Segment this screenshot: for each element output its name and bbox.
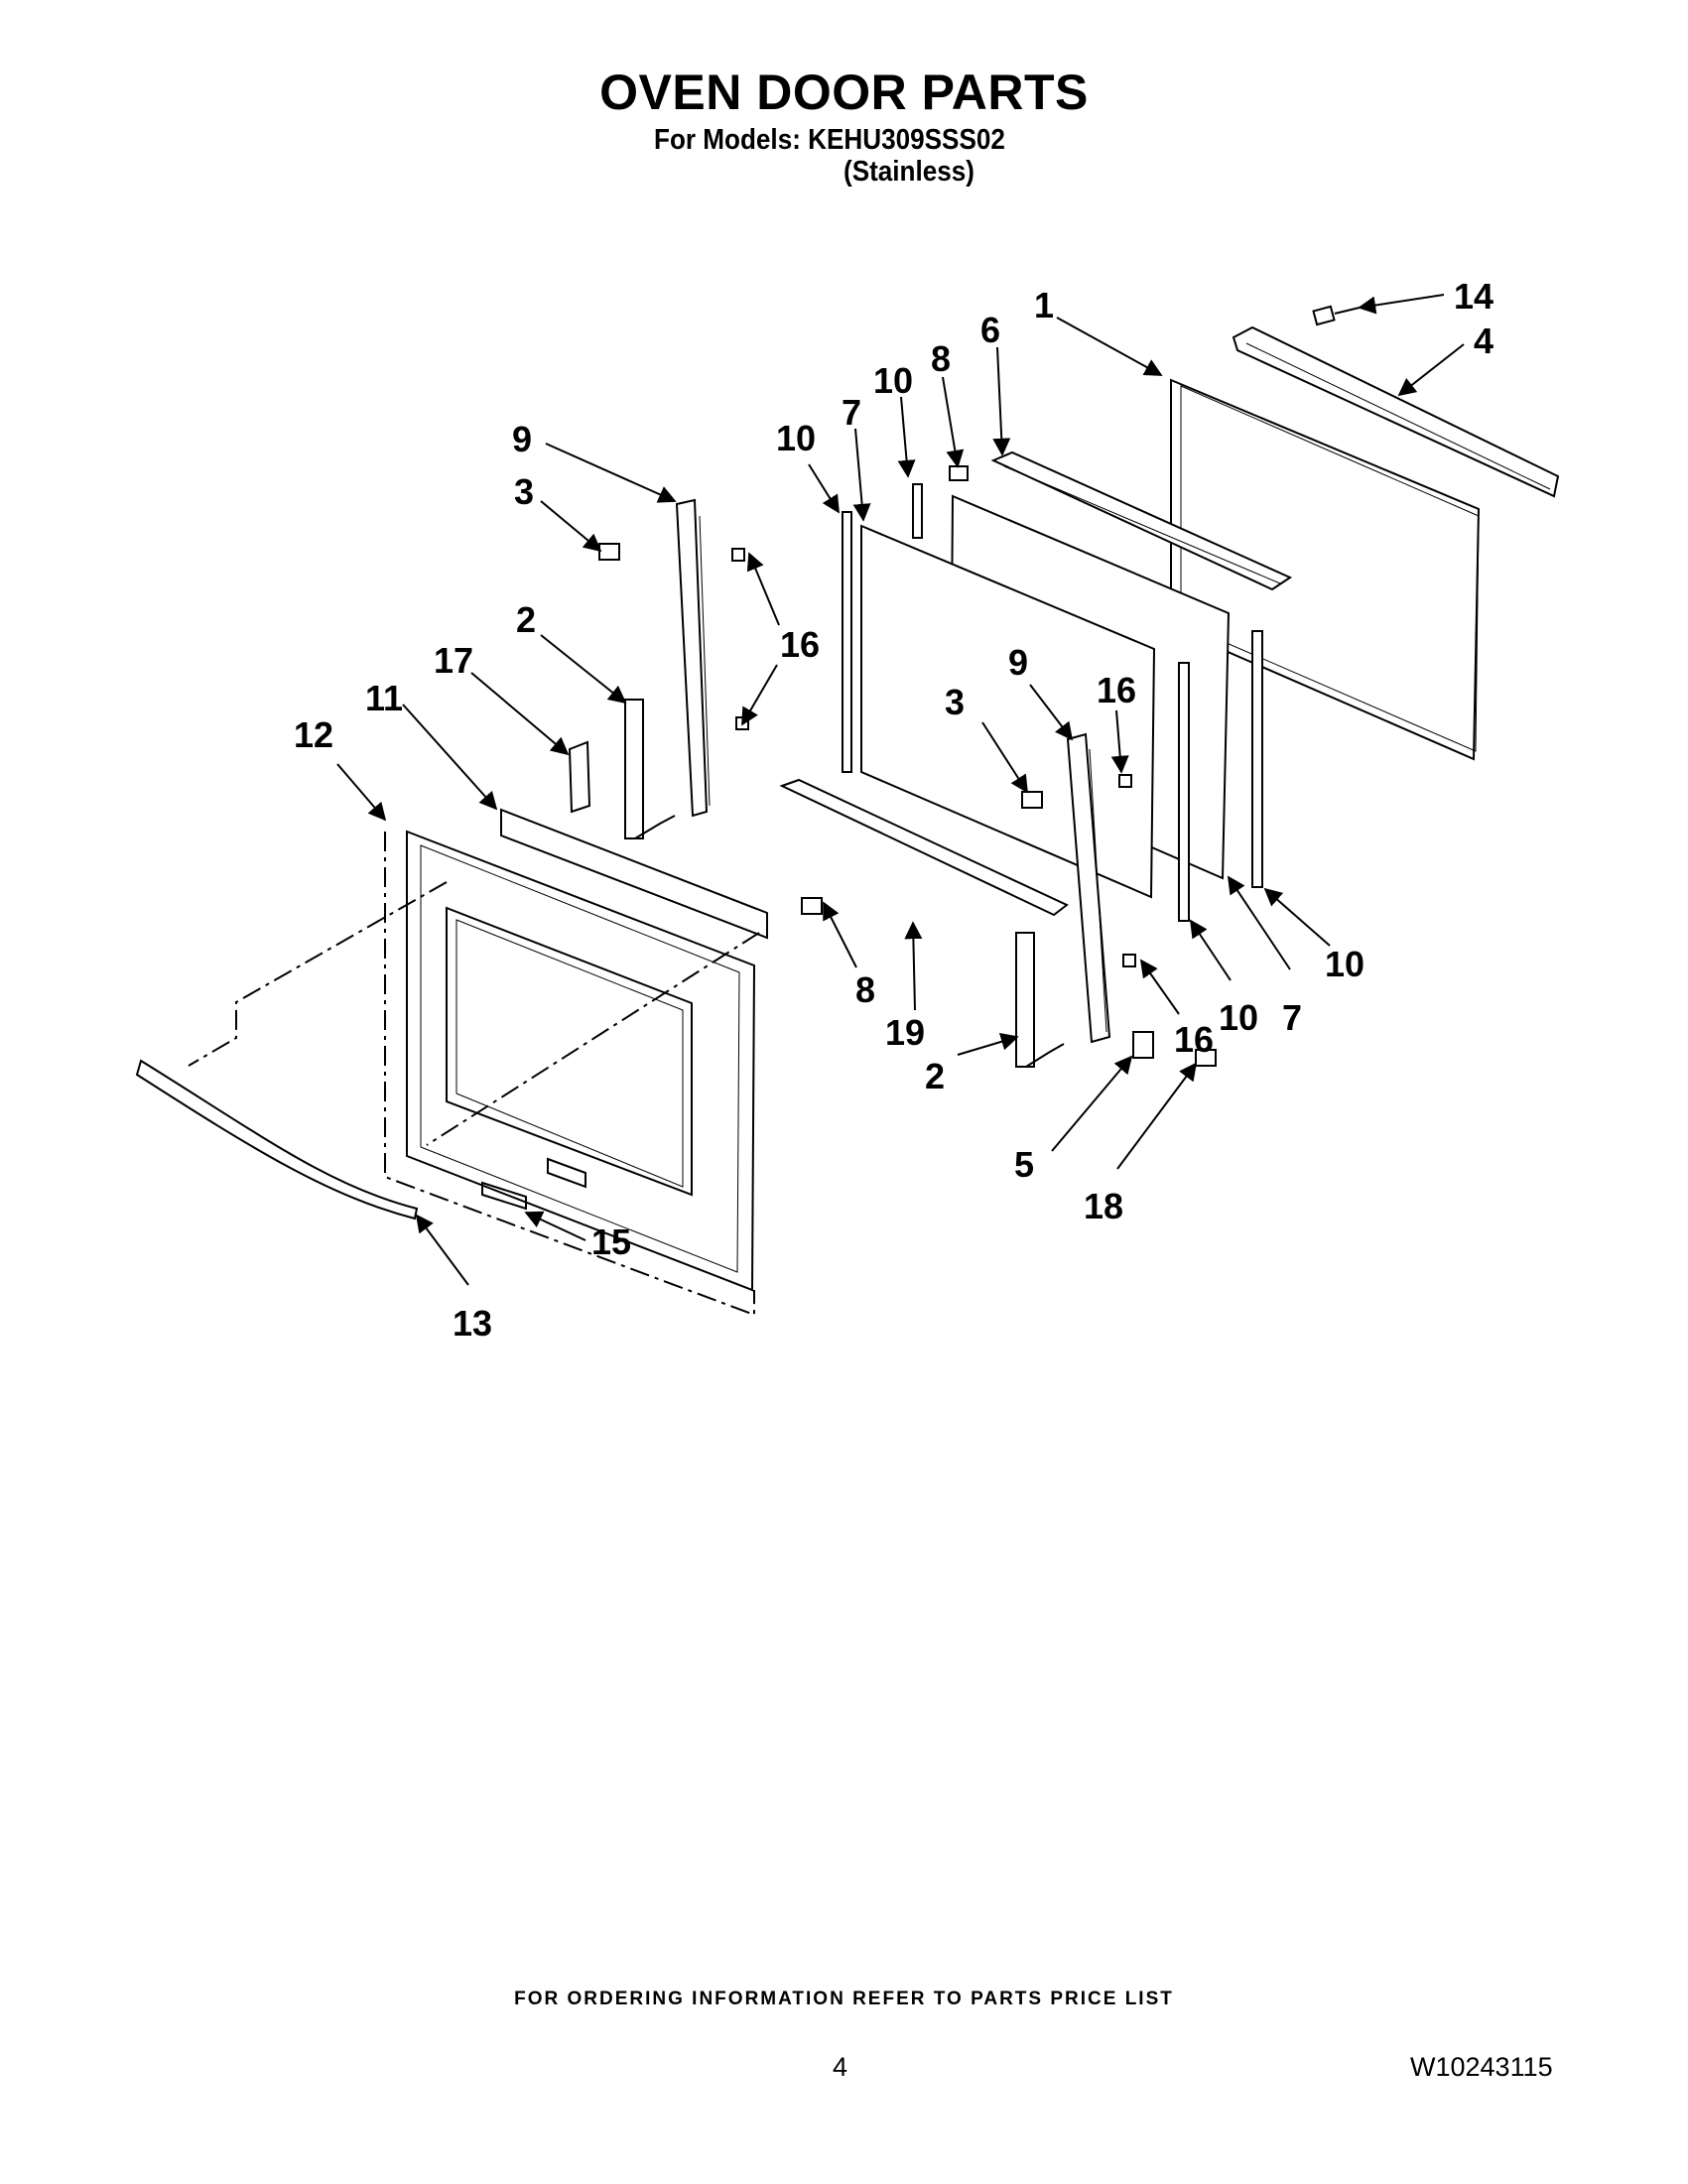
callout-label: 16 bbox=[780, 624, 820, 665]
callout-label: 17 bbox=[434, 640, 473, 681]
ordering-note: FOR ORDERING INFORMATION REFER TO PARTS … bbox=[514, 1989, 1174, 2009]
spacer-strip bbox=[842, 511, 852, 773]
callout-label: 18 bbox=[1084, 1186, 1123, 1226]
outer-door-panel bbox=[406, 830, 756, 1292]
door-clip bbox=[1118, 774, 1132, 788]
screw-icon bbox=[949, 465, 969, 481]
callout-label: 16 bbox=[1097, 670, 1136, 710]
door-handle bbox=[135, 1059, 419, 1220]
callout-label: 7 bbox=[1282, 997, 1302, 1038]
bottom-channel bbox=[779, 778, 1069, 917]
hinge-receiver bbox=[1066, 732, 1111, 1044]
screw-icon bbox=[1195, 1049, 1217, 1067]
callout-label: 12 bbox=[294, 714, 333, 755]
door-clip bbox=[1122, 954, 1136, 967]
callout-label: 16 bbox=[1174, 1019, 1214, 1060]
callout-label: 11 bbox=[365, 678, 403, 718]
page-title: OVEN DOOR PARTS bbox=[599, 64, 1089, 120]
callout-label: 3 bbox=[514, 471, 534, 512]
callout-label: 4 bbox=[1474, 321, 1493, 361]
page-number: 4 bbox=[833, 2052, 848, 2082]
document-number: W10243115 bbox=[1410, 2052, 1553, 2082]
callout-label: 14 bbox=[1454, 276, 1493, 317]
models-line: For Models: KEHU309SSS02 bbox=[654, 124, 1005, 156]
callout-label: 2 bbox=[516, 599, 536, 640]
callout-label: 9 bbox=[1008, 642, 1028, 683]
callout-label: 3 bbox=[945, 682, 965, 722]
callout-label: 10 bbox=[1325, 944, 1364, 984]
badge-plate bbox=[481, 1181, 527, 1211]
screw-icon bbox=[598, 543, 620, 561]
callout-label: 5 bbox=[1014, 1144, 1034, 1185]
mounting-bracket bbox=[568, 740, 591, 814]
callout-label: 8 bbox=[931, 338, 951, 379]
callout-label: 9 bbox=[512, 419, 532, 459]
screw-icon bbox=[1021, 791, 1043, 809]
spacer-strip bbox=[1178, 662, 1190, 922]
control-opening bbox=[547, 1157, 586, 1189]
spacer-strip bbox=[1251, 630, 1263, 888]
spacer-strip bbox=[912, 483, 923, 539]
callout-label: 8 bbox=[855, 969, 875, 1010]
callout-label: 6 bbox=[980, 310, 1000, 350]
door-hinge bbox=[624, 699, 676, 839]
top-vent-strip bbox=[1232, 325, 1560, 498]
door-hinge bbox=[1015, 932, 1065, 1068]
callout-label: 7 bbox=[842, 392, 861, 433]
door-clip bbox=[731, 548, 745, 562]
callout-label: 19 bbox=[885, 1012, 925, 1053]
callout-label: 2 bbox=[925, 1056, 945, 1096]
hinge-receiver bbox=[675, 498, 711, 818]
callout-label: 10 bbox=[776, 418, 816, 458]
hinge-bracket bbox=[1132, 1031, 1154, 1059]
callout-label: 10 bbox=[873, 360, 913, 401]
callout-label: 13 bbox=[453, 1303, 492, 1344]
callout-label: 15 bbox=[591, 1221, 631, 1262]
callout-label: 10 bbox=[1219, 997, 1258, 1038]
finish-line: (Stainless) bbox=[844, 156, 975, 188]
callout-label: 1 bbox=[1034, 285, 1054, 325]
top-trim-strip bbox=[500, 808, 768, 940]
screw-icon bbox=[801, 897, 823, 915]
screw-icon bbox=[1312, 305, 1361, 326]
